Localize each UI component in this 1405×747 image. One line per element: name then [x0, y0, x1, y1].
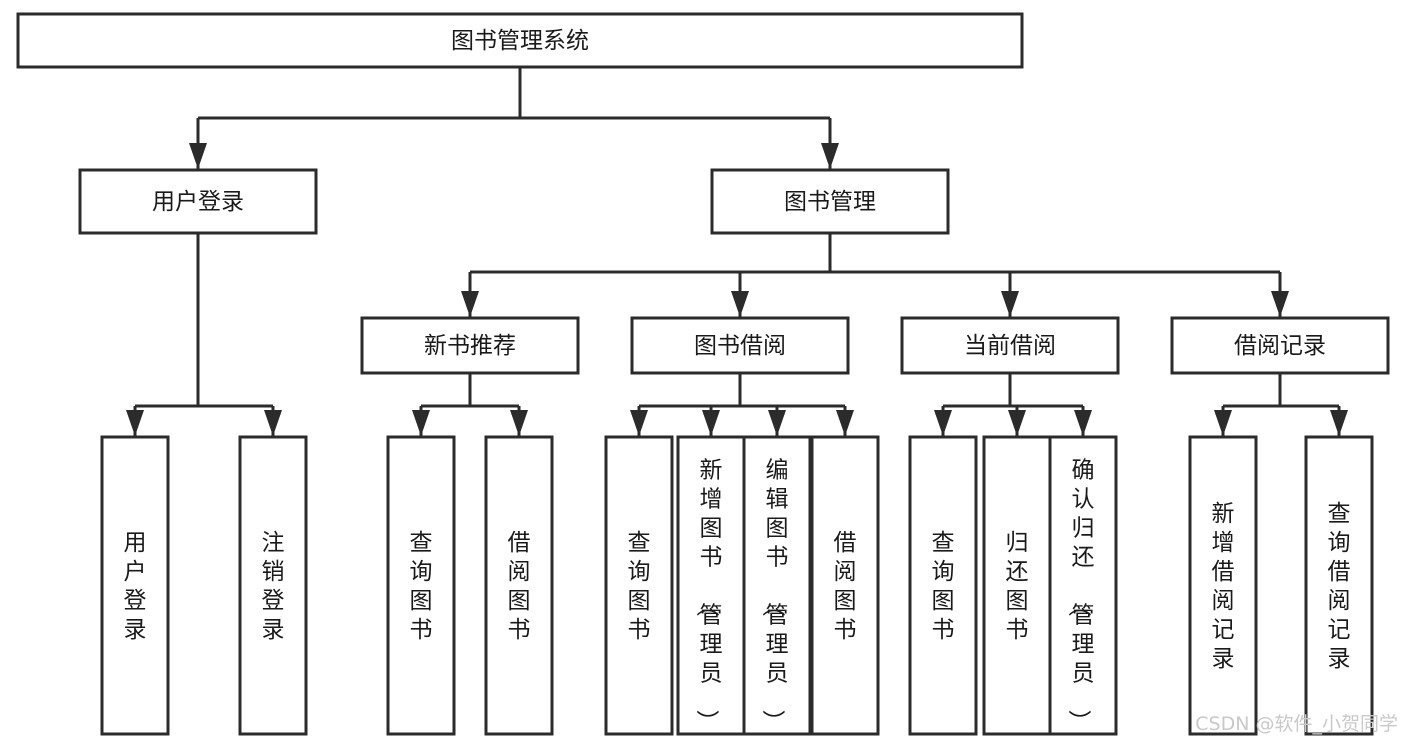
arrow-l3-0-leaf-1 [510, 410, 528, 436]
node-leaf-7[interactable]: 借阅图书 [810, 435, 880, 736]
csdn-watermark: CSDN @软件_小贺同学 [1195, 713, 1398, 735]
node-leaf-0-label: 用户登录 [124, 530, 147, 643]
node-root-system[interactable]: 图书管理系统 [16, 12, 1024, 69]
node-leaf-2-label: 查询图书 [410, 530, 433, 643]
arrow-level2-to-level3-3 [1271, 291, 1289, 317]
node-level3-1-box[interactable] [630, 316, 850, 375]
node-leaf-7-label: 借阅图书 [834, 530, 857, 643]
arrow-l3-1-leaf-1 [702, 410, 720, 436]
node-leaf-12-box[interactable] [1304, 435, 1374, 736]
node-leaf-4-box[interactable] [604, 435, 674, 736]
arrow-l3-1-leaf-0 [630, 410, 648, 436]
node-leaf-5-box[interactable] [676, 435, 746, 736]
node-leaf-10-label: 确认归还（管理员） [1066, 458, 1095, 733]
connector-layer [126, 67, 1348, 436]
node-level3-3-label: 借阅记录 [1234, 333, 1326, 359]
node-root-system-box[interactable] [16, 12, 1024, 69]
node-leaf-9-box[interactable] [982, 435, 1052, 736]
node-leaf-3-label: 借阅图书 [508, 530, 531, 643]
node-leaf-12-label: 查询借阅记录 [1328, 501, 1351, 672]
node-level3-0-label: 新书推荐 [424, 333, 516, 359]
arrow-user-login-leaf-0 [126, 410, 144, 436]
node-leaf-12[interactable]: 查询借阅记录 [1304, 435, 1374, 736]
node-leaf-2[interactable]: 查询图书 [386, 435, 456, 736]
arrow-l3-0-leaf-0 [412, 410, 430, 436]
arrow-level2-to-level3-2 [1001, 291, 1019, 317]
arrow-level2-to-level3-1 [731, 291, 749, 317]
node-leaf-10[interactable]: 确认归还（管理员） [1048, 435, 1118, 736]
node-leaf-7-box[interactable] [810, 435, 880, 736]
node-level2-1-box[interactable] [710, 168, 950, 235]
node-leaf-5-label: 新增图书（管理员） [694, 458, 723, 733]
node-leaf-11-box[interactable] [1188, 435, 1258, 736]
node-leaf-6[interactable]: 编辑图书（管理员） [742, 435, 812, 736]
node-level3-0-box[interactable] [360, 316, 580, 375]
node-leaf-9-label: 归还图书 [1006, 530, 1029, 643]
node-leaf-8[interactable]: 查询图书 [908, 435, 978, 736]
node-leaf-11[interactable]: 新增借阅记录 [1188, 435, 1258, 736]
arrow-root-to-level2-0 [189, 143, 207, 169]
node-level3-2-box[interactable] [900, 316, 1120, 375]
arrow-root-to-level2-1 [821, 143, 839, 169]
node-leaf-3[interactable]: 借阅图书 [484, 435, 554, 736]
node-leaf-0[interactable]: 用户登录 [100, 435, 170, 736]
node-level3-1[interactable]: 图书借阅 [630, 316, 850, 375]
node-leaf-8-label: 查询图书 [932, 530, 955, 643]
arrow-l3-2-leaf-1 [1008, 410, 1026, 436]
arrow-l3-1-leaf-3 [836, 410, 854, 436]
node-root-system-label: 图书管理系统 [451, 28, 589, 54]
arrow-l3-3-leaf-1 [1330, 410, 1348, 436]
arrow-l3-3-leaf-0 [1214, 410, 1232, 436]
node-layer: 图书管理系统用户登录图书管理新书推荐图书借阅当前借阅借阅记录用户登录注销登录查询… [16, 12, 1390, 736]
node-leaf-2-box[interactable] [386, 435, 456, 736]
node-leaf-6-label: 编辑图书（管理员） [760, 458, 789, 733]
node-level2-0-label: 用户登录 [152, 189, 244, 215]
node-leaf-4[interactable]: 查询图书 [604, 435, 674, 736]
node-level3-0[interactable]: 新书推荐 [360, 316, 580, 375]
node-level2-1-label: 图书管理 [784, 189, 876, 215]
node-level3-3[interactable]: 借阅记录 [1170, 316, 1390, 375]
node-level2-0[interactable]: 用户登录 [78, 168, 318, 235]
node-level2-1[interactable]: 图书管理 [710, 168, 950, 235]
arrow-user-login-leaf-1 [264, 410, 282, 436]
node-leaf-8-box[interactable] [908, 435, 978, 736]
node-leaf-4-label: 查询图书 [628, 530, 651, 643]
node-leaf-3-box[interactable] [484, 435, 554, 736]
arrow-l3-1-leaf-2 [768, 410, 786, 436]
node-leaf-5[interactable]: 新增图书（管理员） [676, 435, 746, 736]
node-leaf-0-box[interactable] [100, 435, 170, 736]
arrow-l3-2-leaf-0 [934, 410, 952, 436]
node-leaf-1[interactable]: 注销登录 [238, 435, 308, 736]
arrow-level2-to-level3-0 [461, 291, 479, 317]
node-level3-2-label: 当前借阅 [964, 333, 1056, 359]
node-leaf-9[interactable]: 归还图书 [982, 435, 1052, 736]
arrow-l3-2-leaf-2 [1074, 410, 1092, 436]
node-leaf-11-label: 新增借阅记录 [1212, 501, 1235, 672]
node-level3-1-label: 图书借阅 [694, 333, 786, 359]
node-leaf-1-box[interactable] [238, 435, 308, 736]
node-leaf-10-box[interactable] [1048, 435, 1118, 736]
node-level3-3-box[interactable] [1170, 316, 1390, 375]
node-level3-2[interactable]: 当前借阅 [900, 316, 1120, 375]
node-level2-0-box[interactable] [78, 168, 318, 235]
node-leaf-6-box[interactable] [742, 435, 812, 736]
node-leaf-1-label: 注销登录 [262, 530, 285, 643]
